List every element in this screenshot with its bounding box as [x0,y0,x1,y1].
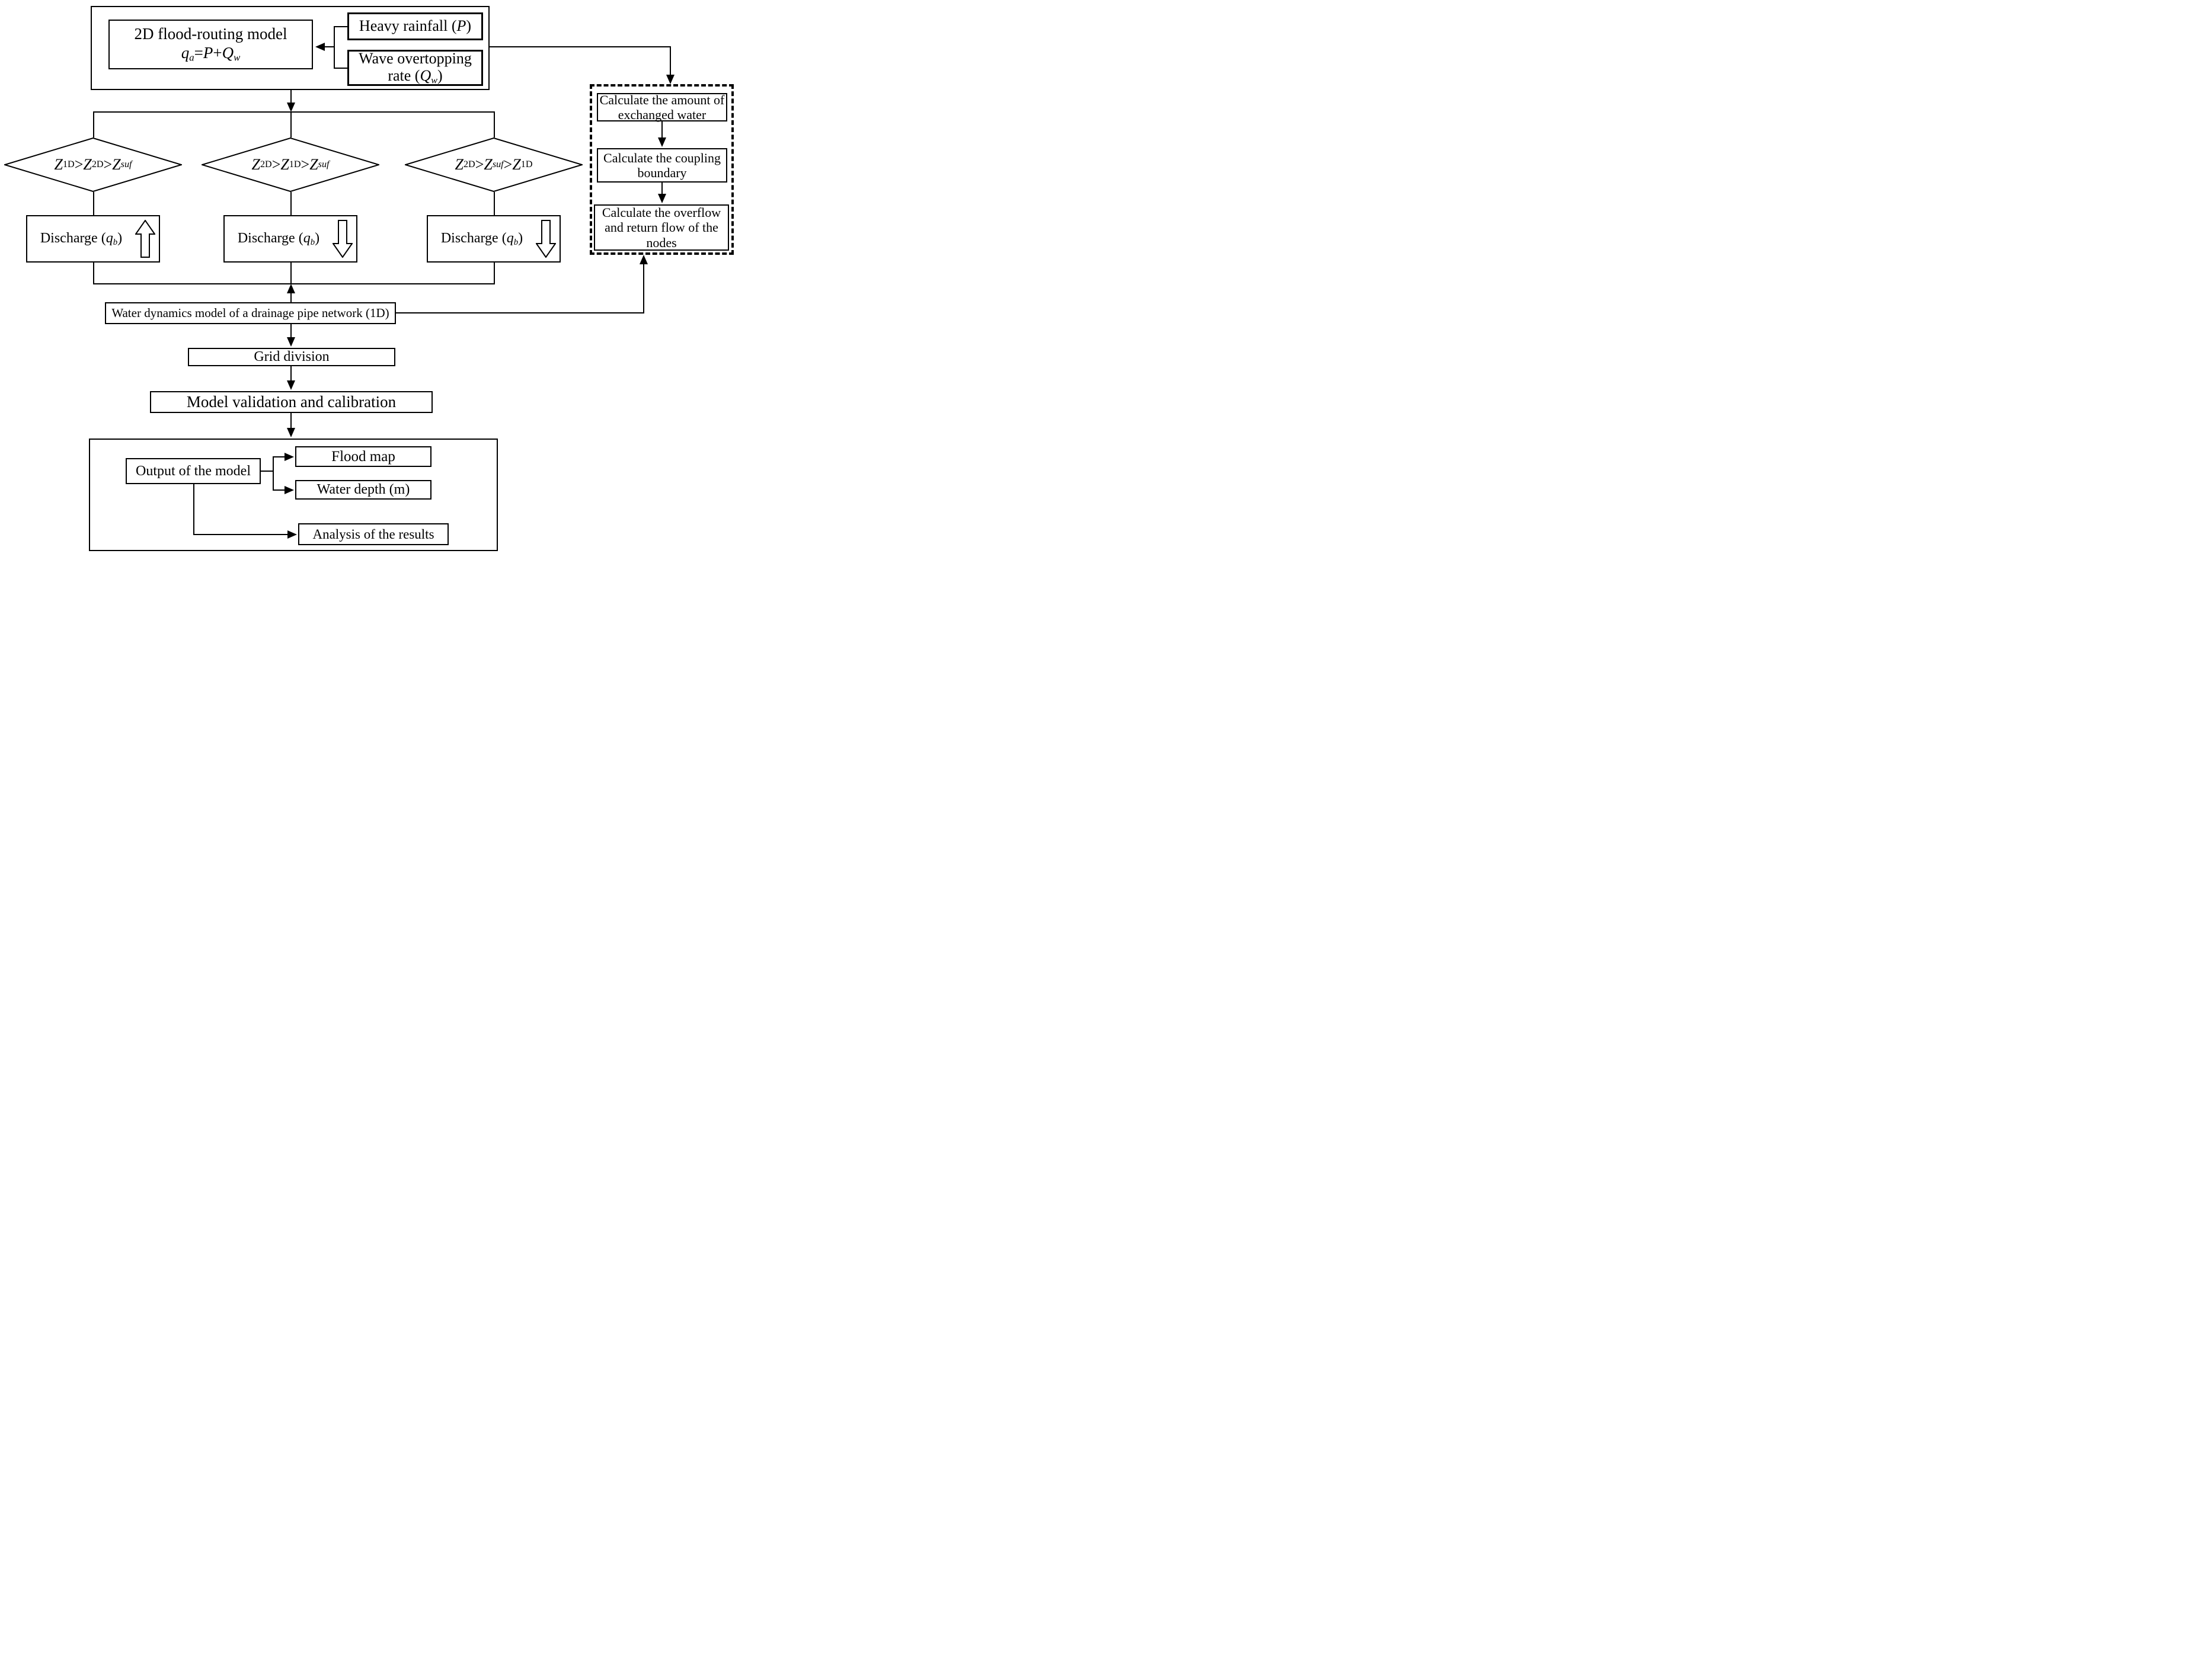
diamond-shape [4,137,182,192]
calc-coupling-boundary-box: Calculate the coupling boundary [597,148,727,183]
flood-map-box: Flood map [295,446,431,467]
analysis-results-box: Analysis of the results [298,523,449,545]
flowchart-canvas: 2D flood-routing model qa=P+Qw Heavy rai… [0,0,737,555]
discharge-down-arrow-icon [536,220,556,258]
discharge-label: Discharge (qb) [237,230,320,247]
connector-line [290,413,292,430]
discharge-box-2: Discharge (qb) [223,215,357,263]
model-validation-label: Model validation and calibration [186,392,397,411]
connector-line [490,46,670,47]
arrowhead-down-icon [287,103,295,112]
grid-division-box: Grid division [188,348,395,366]
connector-line [290,90,292,104]
connector-line [261,471,273,472]
connector-line [290,324,292,339]
connector-line [290,263,292,283]
arrowhead-down-icon [287,380,295,390]
arrowhead-down-icon [658,194,666,203]
discharge-label: Discharge (qb) [440,230,523,247]
arrowhead-right-icon [285,486,294,494]
discharge-up-arrow-icon [135,220,155,258]
flood-routing-model-box: 2D flood-routing model qa=P+Qw [108,20,313,69]
pipe-network-model-box: Water dynamics model of a drainage pipe … [105,302,396,324]
arrowhead-down-icon [658,137,666,147]
connector-line [661,121,663,139]
connector-line [494,192,495,215]
connector-line [273,456,286,457]
calc-coupling-boundary-label: Calculate the coupling boundary [603,150,721,180]
water-depth-box: Water depth (m) [295,480,431,500]
arrowhead-up-icon [640,255,648,264]
connector-line [290,366,292,382]
diamond-shape [202,137,379,192]
connector-line [290,293,292,302]
connector-line [93,111,94,137]
model-validation-box: Model validation and calibration [150,391,433,413]
output-model-label: Output of the model [136,463,251,479]
flood-routing-model-formula: qa=P+Qw [181,44,241,63]
connector-line [290,192,292,215]
grid-division-label: Grid division [254,349,330,365]
connector-line [661,183,663,196]
calc-overflow-return-label: Calculate the overflow and return flow o… [602,205,721,250]
arrowhead-right-icon [287,530,297,539]
output-model-box: Output of the model [126,458,261,484]
flood-map-label: Flood map [331,448,395,465]
connector-line [670,46,671,76]
connector-line [334,26,335,69]
heavy-rainfall-label: Heavy rainfall (P) [359,17,472,35]
diamond-shape [405,137,583,192]
calc-overflow-return-box: Calculate the overflow and return flow o… [594,204,729,251]
arrowhead-right-icon [285,453,294,461]
analysis-results-label: Analysis of the results [312,526,434,542]
connector-line [93,263,94,283]
discharge-box-1: Discharge (qb) [26,215,160,263]
connector-line [273,489,286,491]
connector-line [334,26,349,27]
calc-exchanged-water-box: Calculate the amount of exchanged water [597,92,727,122]
wave-overtopping-label: Wave overtopping rate (Qw) [359,49,472,86]
discharge-box-3: Discharge (qb) [427,215,561,263]
arrowhead-up-icon [287,284,295,293]
connector-line [494,111,495,137]
heavy-rainfall-box: Heavy rainfall (P) [347,12,483,40]
water-depth-label: Water depth (m) [317,482,410,498]
arrowhead-down-icon [666,75,675,84]
connector-line [93,111,495,113]
wave-overtopping-box: Wave overtopping rate (Qw) [347,50,483,86]
flood-routing-model-title: 2D flood-routing model [134,25,287,43]
connector-line [193,534,288,535]
connector-line [324,46,335,47]
connector-line [193,484,194,535]
connector-line [396,312,643,313]
discharge-down-arrow-icon [333,220,353,258]
connector-line [643,264,644,313]
arrowhead-down-icon [287,428,295,437]
discharge-label: Discharge (qb) [40,230,123,247]
arrowhead-down-icon [287,337,295,347]
connector-line [494,263,495,283]
arrowhead-left-icon [315,43,325,51]
calc-exchanged-water-label: Calculate the amount of exchanged water [599,92,725,122]
connector-line [290,111,292,137]
connector-line [93,192,94,215]
connector-line [334,68,349,69]
connector-line [273,456,274,491]
pipe-network-model-label: Water dynamics model of a drainage pipe … [111,306,389,321]
